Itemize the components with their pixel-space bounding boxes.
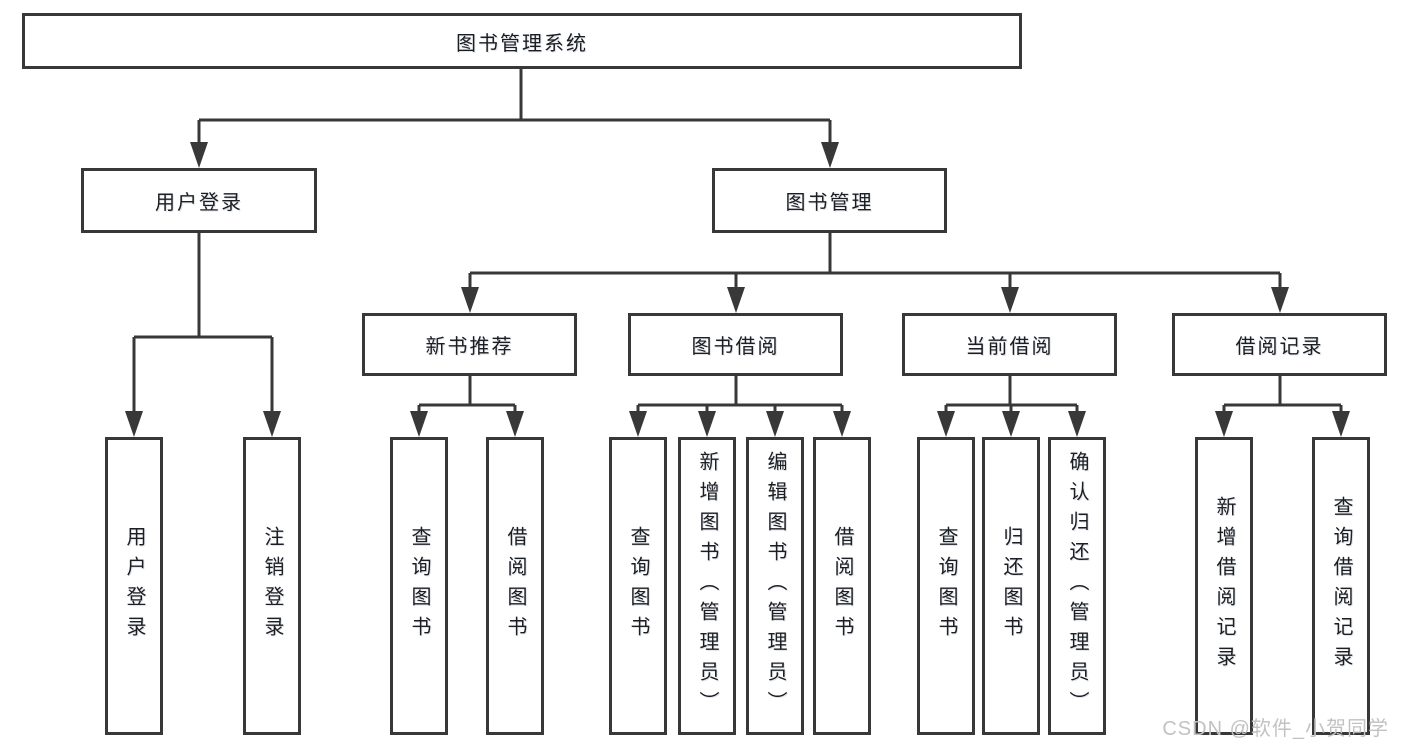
leaf-logout-label: 注销登录 bbox=[261, 526, 283, 646]
leaf-query-books-current: 查询图书 bbox=[917, 437, 975, 735]
leaf-return-books: 归还图书 bbox=[982, 437, 1040, 735]
node-book-borrowing-label: 图书借阅 bbox=[691, 336, 780, 358]
leaf-confirm-return-admin-label: 确认归还（管理员） bbox=[1066, 451, 1088, 721]
node-root-system: 图书管理系统 bbox=[22, 13, 1022, 69]
node-book-management-label: 图书管理 bbox=[785, 192, 874, 214]
leaf-return-books-label: 归还图书 bbox=[1000, 526, 1022, 646]
leaf-query-books-current-label: 查询图书 bbox=[935, 526, 957, 646]
node-user-login-label: 用户登录 bbox=[155, 192, 243, 214]
leaf-add-books-admin-label: 新增图书（管理员） bbox=[696, 451, 718, 721]
node-new-book-recommend: 新书推荐 bbox=[362, 313, 577, 376]
node-root-label: 图书管理系统 bbox=[456, 32, 588, 55]
leaf-add-books-admin: 新增图书（管理员） bbox=[678, 437, 736, 735]
connector-strokes bbox=[132, 67, 1343, 433]
node-user-login: 用户登录 bbox=[81, 168, 317, 233]
leaf-user-login: 用户登录 bbox=[105, 437, 163, 735]
leaf-query-borrow-record: 查询借阅记录 bbox=[1312, 437, 1370, 735]
leaf-add-borrow-record: 新增借阅记录 bbox=[1195, 437, 1253, 735]
leaf-confirm-return-admin: 确认归还（管理员） bbox=[1048, 437, 1106, 735]
node-borrowing-records: 借阅记录 bbox=[1172, 313, 1387, 376]
node-current-borrowing-label: 当前借阅 bbox=[965, 336, 1054, 358]
csdn-watermark: CSDN @软件_小贺同学 bbox=[1162, 718, 1389, 740]
node-new-book-recommend-label: 新书推荐 bbox=[425, 336, 514, 358]
leaf-borrow-books-recommend-label: 借阅图书 bbox=[504, 526, 526, 646]
leaf-query-books-borrowing-label: 查询图书 bbox=[627, 526, 649, 646]
node-current-borrowing: 当前借阅 bbox=[902, 313, 1117, 376]
leaf-query-books-recommend: 查询图书 bbox=[390, 437, 448, 735]
leaf-query-books-recommend-label: 查询图书 bbox=[408, 526, 430, 646]
leaf-query-books-borrowing: 查询图书 bbox=[609, 437, 667, 735]
node-book-borrowing: 图书借阅 bbox=[628, 313, 843, 376]
leaf-user-login-label: 用户登录 bbox=[123, 526, 145, 646]
leaf-query-borrow-record-label: 查询借阅记录 bbox=[1330, 496, 1352, 676]
leaf-edit-books-admin-label: 编辑图书（管理员） bbox=[764, 451, 786, 721]
leaf-edit-books-admin: 编辑图书（管理员） bbox=[746, 437, 804, 735]
leaf-add-borrow-record-label: 新增借阅记录 bbox=[1213, 496, 1235, 676]
leaf-borrow-books-recommend: 借阅图书 bbox=[486, 437, 544, 735]
leaf-borrow-books-borrowing-label: 借阅图书 bbox=[831, 526, 853, 646]
leaf-logout: 注销登录 bbox=[243, 437, 301, 735]
node-borrowing-records-label: 借阅记录 bbox=[1235, 336, 1324, 358]
node-book-management: 图书管理 bbox=[712, 168, 947, 233]
leaf-borrow-books-borrowing: 借阅图书 bbox=[813, 437, 871, 735]
